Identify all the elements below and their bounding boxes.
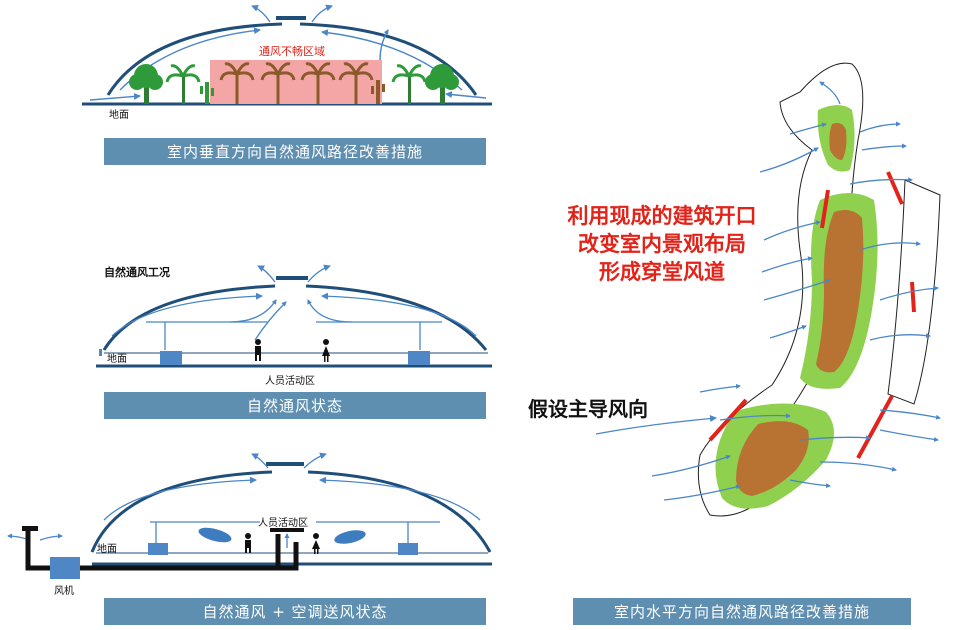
prevailing-wind-label: 假设主导风向 bbox=[528, 397, 648, 421]
airflow-arrows bbox=[7, 452, 481, 552]
cool-air-blob bbox=[198, 527, 232, 543]
duct-outlet-cap bbox=[270, 528, 304, 532]
dome-roof bbox=[102, 284, 488, 351]
palm-icon bbox=[260, 62, 296, 104]
panel-vertical-improvement bbox=[82, 4, 492, 106]
ac-unit-icon bbox=[160, 351, 182, 365]
activity-zone-label: 人员活动区 bbox=[265, 376, 315, 387]
palm-icon bbox=[219, 62, 255, 104]
airflow-arrows bbox=[111, 264, 477, 350]
palm-icon bbox=[165, 64, 201, 104]
roof-vent-cap bbox=[276, 276, 308, 280]
palm-icon bbox=[338, 62, 374, 104]
fan-label: 风机 bbox=[54, 586, 74, 597]
improvement-note: 利用现成的建筑开口 改变室内景观布局 形成穿堂风道 bbox=[556, 202, 768, 286]
person-icon bbox=[312, 533, 320, 554]
duct-cap-left bbox=[22, 526, 38, 531]
palm-icon bbox=[391, 64, 427, 104]
fan-icon bbox=[50, 557, 80, 579]
ground-label: 地面 bbox=[107, 354, 127, 365]
panel-horizontal-improvement bbox=[595, 62, 941, 517]
dome-roof bbox=[90, 470, 492, 553]
ground-label: 地面 bbox=[97, 544, 117, 555]
improvement-note-line: 改变室内景观布局 bbox=[578, 231, 746, 256]
brown-zone bbox=[816, 210, 864, 373]
caption-horizontal-improvement: 室内水平方向自然通风路径改善措施 bbox=[573, 598, 911, 625]
caption-natural-plus-ac: 自然通风 + 空调送风状态 bbox=[104, 598, 486, 625]
tree-icon bbox=[425, 64, 459, 104]
vent-marker bbox=[99, 349, 102, 356]
dome-roof bbox=[106, 22, 478, 96]
improvement-note-line: 利用现成的建筑开口 bbox=[567, 203, 757, 228]
panel-natural-ventilation bbox=[96, 264, 492, 368]
palm-row bbox=[219, 62, 374, 104]
palm-icon bbox=[300, 62, 336, 104]
poor-ventilation-zone-label: 通风不畅区域 bbox=[259, 45, 325, 58]
brown-zone bbox=[736, 421, 809, 496]
improvement-note-line: 形成穿堂风道 bbox=[599, 259, 725, 284]
air-duct bbox=[25, 530, 299, 571]
ground-label: 地面 bbox=[109, 110, 129, 121]
building-outline bbox=[697, 62, 864, 517]
person-icon bbox=[245, 533, 251, 553]
roof-vent-cap bbox=[276, 16, 306, 20]
brown-zone bbox=[829, 122, 847, 160]
cactus-icon bbox=[371, 80, 385, 104]
activity-zone-label: 人员活动区 bbox=[258, 518, 308, 529]
wind-arrows bbox=[595, 81, 941, 501]
caption-natural-ventilation: 自然通风状态 bbox=[104, 392, 486, 419]
person-icon bbox=[255, 339, 261, 361]
tree-icon bbox=[129, 64, 163, 104]
natural-ventilation-title: 自然通风工况 bbox=[104, 266, 170, 279]
ac-unit-icon bbox=[398, 543, 418, 555]
person-icon bbox=[322, 339, 330, 362]
cool-air-blob bbox=[334, 530, 366, 544]
panel-natural-plus-ac bbox=[7, 452, 492, 579]
roof-vent-cap bbox=[266, 462, 304, 466]
ac-unit-icon bbox=[408, 351, 430, 365]
ac-unit-icon bbox=[148, 543, 168, 555]
caption-vertical-improvement: 室内垂直方向自然通风路径改善措施 bbox=[104, 138, 486, 165]
cactus-icon bbox=[200, 82, 214, 104]
opening-markers bbox=[708, 171, 916, 459]
